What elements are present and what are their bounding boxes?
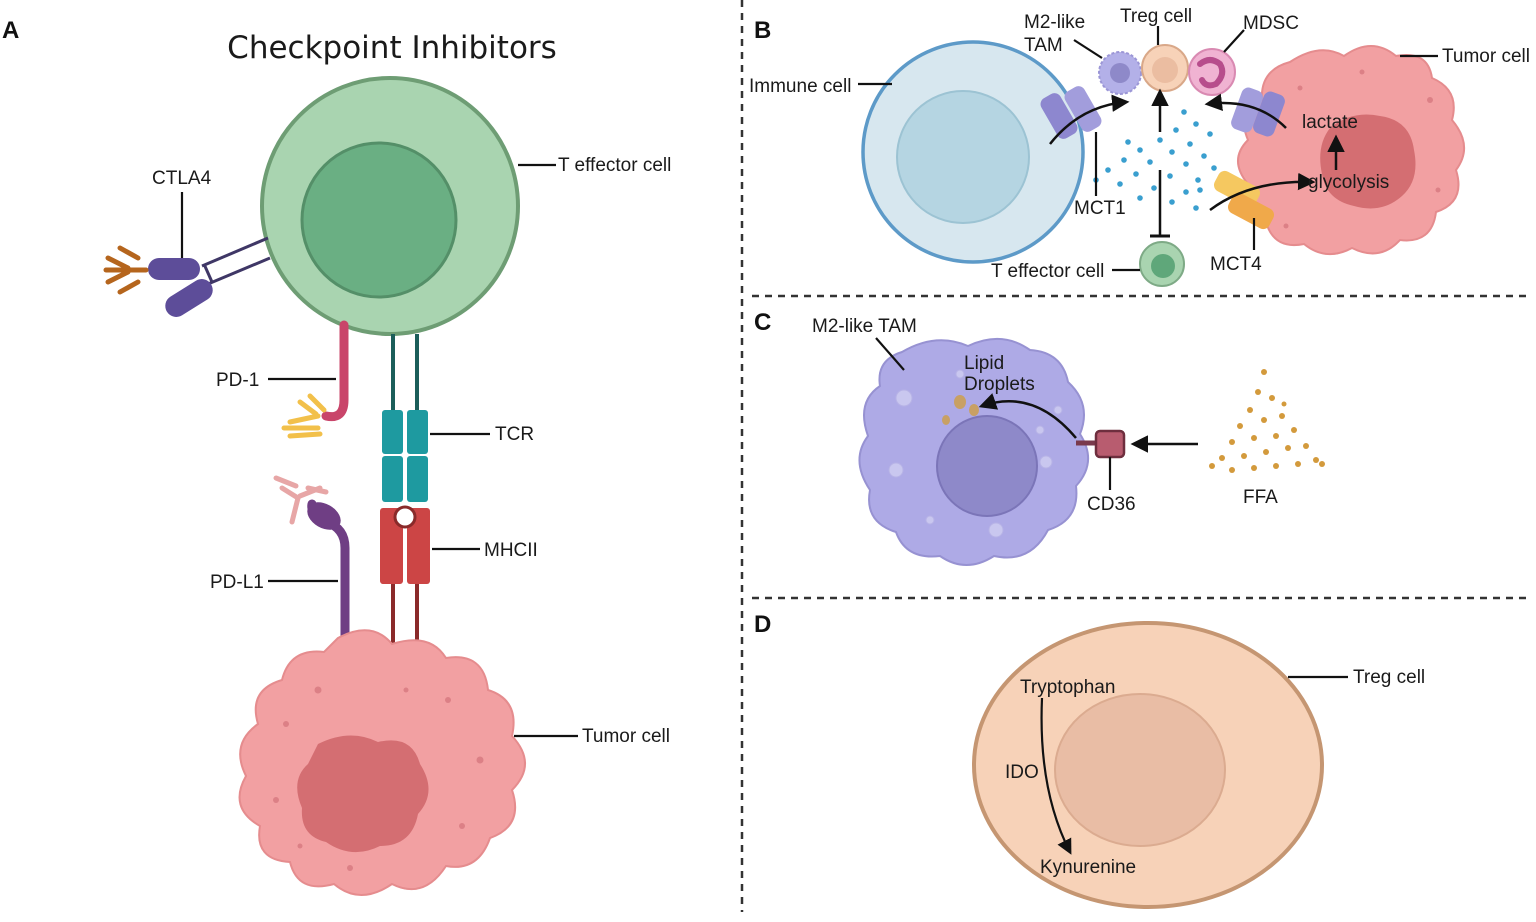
treg-small [1141, 44, 1189, 92]
label-tryptophan: Tryptophan [1020, 677, 1115, 698]
label-lipid-line2: Droplets [964, 374, 1035, 395]
m2-tam-nucleus [936, 415, 1038, 517]
leader-m2-tam-c [875, 337, 905, 371]
label-treg-b: Treg cell [1120, 6, 1192, 27]
t-effector-nucleus [300, 141, 458, 299]
pd1-antibody [281, 393, 327, 439]
pdl1-ligand [307, 499, 350, 655]
label-lactate: lactate [1302, 112, 1358, 133]
label-cd36: CD36 [1087, 494, 1136, 515]
label-mct1: MCT1 [1074, 198, 1126, 219]
leader-m2-tam-b [1073, 39, 1103, 59]
label-lipid-line1: Lipid [964, 353, 1004, 374]
tumor-nucleus [297, 735, 429, 853]
label-kynurenine: Kynurenine [1040, 857, 1136, 878]
mct1-transporter [1040, 86, 1102, 139]
pd1-receptor [321, 320, 349, 422]
mhcii-molecule [380, 505, 430, 650]
label-t-effector-b: T effector cell [991, 261, 1104, 282]
m2-tam-small [1098, 51, 1142, 95]
arrow-lactate-out [1204, 93, 1287, 129]
label-tumor-a: Tumor cell [582, 726, 670, 747]
treg-nucleus [1054, 693, 1226, 847]
t-effector-cell [260, 76, 520, 336]
lactate-molecules [1093, 109, 1217, 211]
label-tumor-b: Tumor cell [1442, 46, 1530, 67]
treg-cell-large [972, 621, 1324, 909]
label-t-effector-a: T effector cell [558, 155, 671, 176]
label-m2-tam-b-line1: M2-like [1024, 12, 1085, 33]
panel-c-letter: C [754, 309, 771, 336]
mct4-transporter [1213, 170, 1275, 230]
panel-b: B [749, 6, 1530, 287]
label-m2-tam-c: M2-like TAM [812, 316, 917, 337]
lipid-droplets [942, 395, 979, 425]
tumor-cell-a [238, 629, 526, 896]
ffa-molecules [1209, 369, 1325, 473]
label-m2-tam-b-line2: TAM [1024, 35, 1063, 56]
arrow-tryptophan-kynurenine [1040, 697, 1072, 855]
t-effector-small [1139, 241, 1185, 287]
label-ctla4: CTLA4 [152, 168, 212, 189]
peptide [393, 505, 417, 529]
panel-a-title: Checkpoint Inhibitors [227, 30, 557, 66]
label-pdl1: PD-L1 [210, 572, 264, 593]
label-mdsc: MDSC [1243, 13, 1299, 34]
panel-a-letter: A [2, 17, 19, 44]
label-ido: IDO [1005, 762, 1039, 783]
tcr-receptor [382, 334, 428, 502]
pdl1-antibody [273, 475, 329, 525]
arrow-cd36-lipid [978, 393, 1077, 439]
label-ffa: FFA [1243, 487, 1278, 508]
panel-b-letter: B [754, 17, 771, 44]
immune-cell [861, 40, 1085, 264]
tumor-cell-b [1237, 45, 1465, 255]
m2-tam-cell [858, 337, 1089, 566]
label-treg-d: Treg cell [1353, 667, 1425, 688]
label-pd1: PD-1 [216, 370, 259, 391]
immune-nucleus [896, 90, 1030, 224]
ctla4-antibody [103, 245, 149, 295]
panel-d-letter: D [754, 611, 771, 638]
label-mhcii: MHCII [484, 540, 538, 561]
label-immune: Immune cell [749, 76, 851, 97]
arrow-mct4-glucose [1209, 172, 1316, 212]
panel-d: D Treg cell Tryptophan IDO Kynurenine [754, 611, 1425, 909]
leader-mdsc [1223, 29, 1245, 53]
panel-c: C [754, 309, 1325, 566]
ctla4-receptor [148, 236, 271, 317]
mdsc-small [1188, 48, 1236, 96]
arrow-mct1-in [1049, 94, 1130, 145]
panel-a: A Checkpoint Inhibitors [2, 17, 671, 896]
label-tcr: TCR [495, 424, 534, 445]
label-glycolysis: glycolysis [1308, 172, 1389, 193]
label-mct4: MCT4 [1210, 254, 1262, 275]
